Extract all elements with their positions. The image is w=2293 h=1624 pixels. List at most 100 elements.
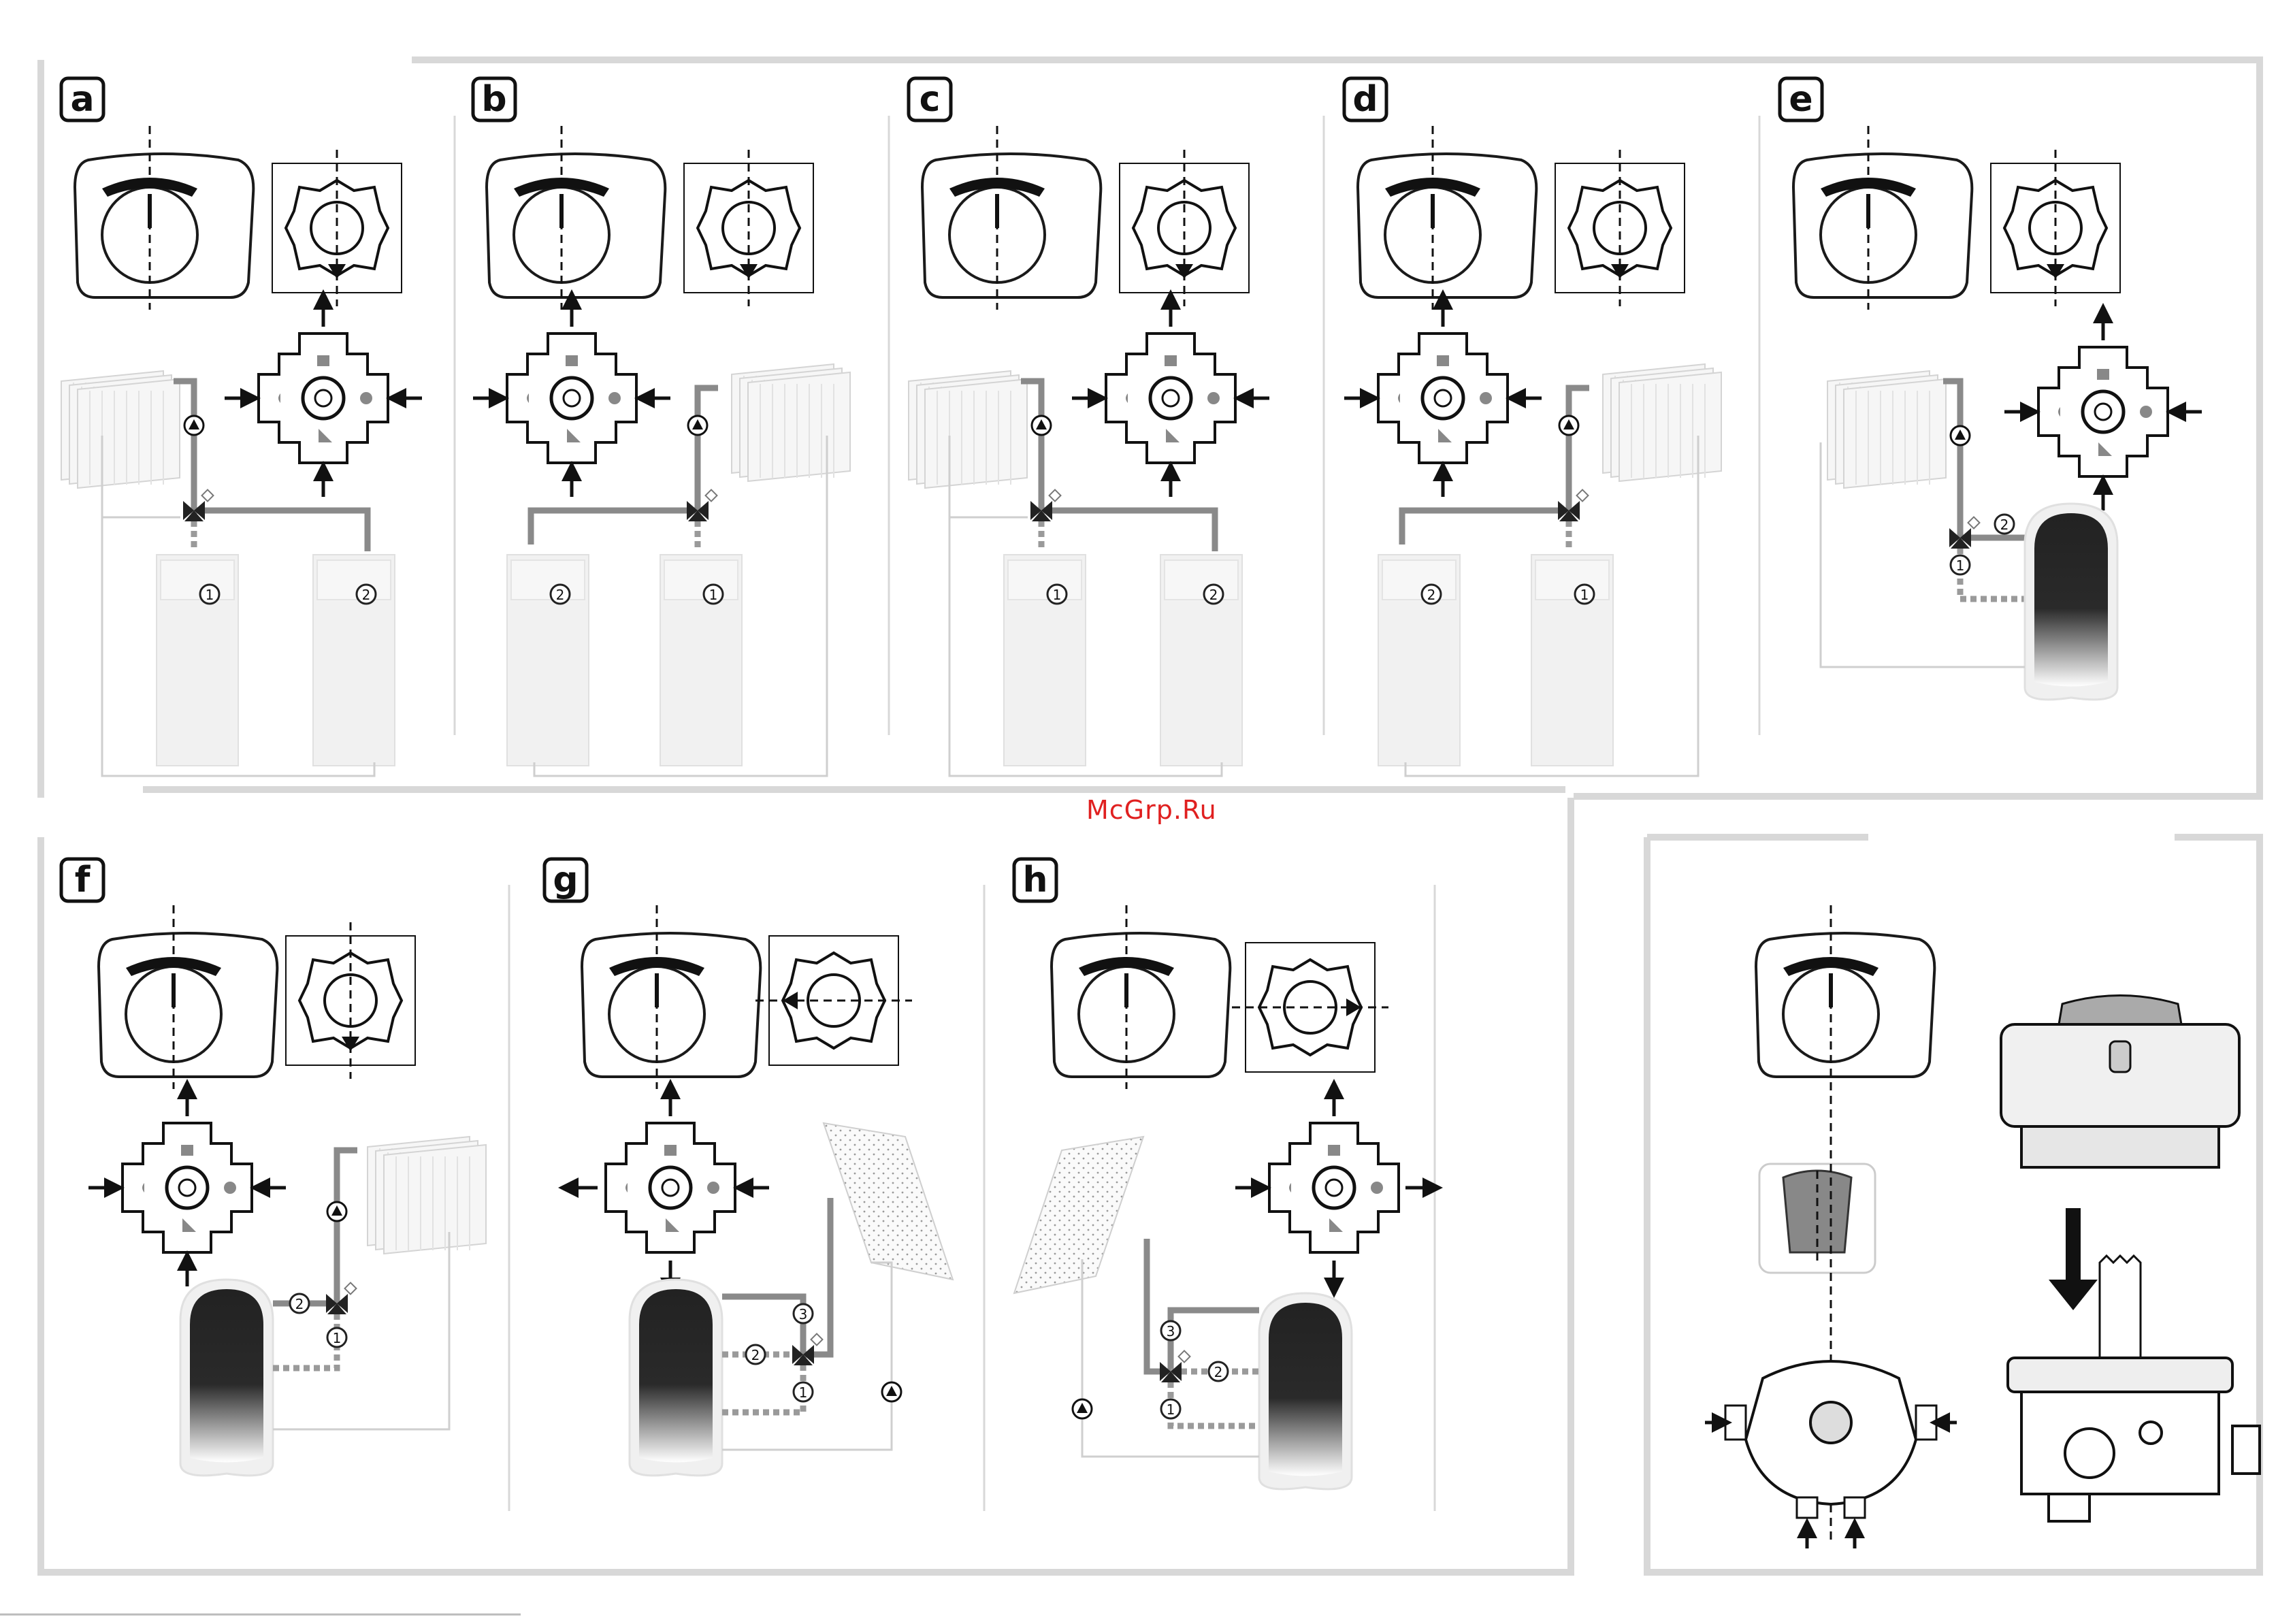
- boiler-number: 2: [556, 587, 565, 603]
- panel-e: e 2 1: [1780, 78, 2202, 700]
- position-indicator-icon: [1991, 150, 2120, 306]
- panel-label: a: [61, 78, 103, 120]
- position-indicator-icon: [1120, 150, 1249, 306]
- port-number: 2: [1209, 1362, 1228, 1381]
- boiler-number: 1: [1580, 587, 1589, 603]
- pipe: [722, 1354, 803, 1412]
- radiator-icon: [1603, 364, 1721, 481]
- solar-collector-icon: [1014, 1137, 1143, 1293]
- position-indicator-icon: [1555, 150, 1685, 306]
- pump-icon: [688, 416, 707, 435]
- pump-icon: [1559, 416, 1578, 435]
- port-number: 2: [290, 1294, 309, 1313]
- valve-body-icon: [473, 299, 670, 497]
- valve-body-icon: [1235, 1089, 1433, 1288]
- pipe: [1147, 1239, 1259, 1371]
- pipe: [273, 1150, 357, 1303]
- pipe: [273, 1232, 449, 1429]
- mixing-valve-icon: [326, 1283, 356, 1314]
- port-number-text: 1: [1167, 1401, 1175, 1418]
- actuator-icon: [99, 905, 277, 1089]
- actuator-icon: [487, 126, 665, 310]
- panel-c: c 1 2: [909, 78, 1269, 776]
- valve-body-icon: [225, 299, 422, 497]
- port-number-text: 2: [1214, 1364, 1223, 1380]
- valve-body-icon: [568, 1089, 769, 1288]
- pipe: [1943, 381, 2025, 538]
- panel-label: e: [1780, 78, 1822, 120]
- adapter-icon: [1759, 1164, 1875, 1273]
- actuator-icon: [1756, 905, 1934, 1089]
- pump-icon: [1032, 416, 1051, 435]
- boiler-icon: 1: [1004, 555, 1086, 766]
- panel-label-text: f: [75, 860, 91, 900]
- port-number: 3: [1161, 1321, 1180, 1340]
- panel-label-text: h: [1022, 860, 1047, 900]
- panel-b: b 2 1: [473, 78, 850, 776]
- mixing-valve-icon: [183, 490, 213, 521]
- port-number: 1: [794, 1382, 813, 1401]
- radiator-icon: [909, 371, 1027, 488]
- actuator-icon: [1793, 126, 1972, 310]
- watermark: McGrp.Ru: [1086, 795, 1217, 825]
- pump-icon: [1951, 426, 1970, 445]
- radiator-icon: [1827, 371, 1946, 488]
- actuator-icon: [1358, 126, 1536, 310]
- valve-body-icon: [1344, 299, 1542, 497]
- mixing-valve-icon: [687, 490, 717, 521]
- actuator-mounting-figure: [1705, 905, 2260, 1548]
- port-number-text: 1: [1956, 557, 1965, 574]
- port-number-text: 1: [333, 1330, 342, 1346]
- actuator-icon: [75, 126, 253, 310]
- actuator-icon: [582, 905, 760, 1089]
- shaft-icon: [2100, 1256, 2141, 1365]
- mixing-valve-icon: [1949, 517, 1979, 549]
- position-indicator-icon: [684, 150, 813, 306]
- panel-label-text: e: [1789, 79, 1812, 120]
- mixing-valve-icon: [1558, 490, 1588, 521]
- mixing-valve-icon: [1160, 1351, 1190, 1382]
- radiator-icon: [368, 1137, 486, 1254]
- port-number: 3: [794, 1304, 813, 1323]
- down-arrow-icon: [2049, 1208, 2098, 1310]
- actuator-icon: [922, 126, 1101, 310]
- actuator-3d-icon: [2001, 996, 2239, 1168]
- port-number: 1: [1161, 1399, 1180, 1418]
- boiler-icon: 2: [1160, 555, 1242, 766]
- panel-label: b: [473, 78, 515, 120]
- panel-label-text: d: [1352, 79, 1378, 120]
- port-number: 1: [327, 1328, 346, 1347]
- position-indicator-icon: [286, 922, 415, 1079]
- solar-collector-icon: [824, 1123, 953, 1280]
- boiler-icon: 1: [660, 555, 742, 766]
- mixing-valve-icon: [1030, 490, 1060, 521]
- port-number: 2: [1995, 515, 2014, 534]
- boiler-number: 2: [1209, 587, 1218, 603]
- valve-body-icon: [2004, 313, 2202, 510]
- panel-label-text: c: [920, 79, 941, 120]
- boiler-number: 1: [206, 587, 214, 603]
- port-number-text: 2: [751, 1347, 760, 1363]
- port-number-text: 3: [799, 1306, 808, 1322]
- pump-icon: [1073, 1399, 1092, 1418]
- port-number-text: 1: [799, 1384, 808, 1401]
- panel-label-text: a: [70, 79, 94, 120]
- boiler-icon: 1: [157, 555, 238, 766]
- panel-label: g: [544, 859, 587, 901]
- position-indicator-icon: [1232, 943, 1388, 1072]
- actuator-icon: [1052, 905, 1230, 1089]
- panel-label: d: [1344, 78, 1386, 120]
- position-indicator-icon: [755, 936, 912, 1065]
- boiler-icon: 2: [507, 555, 589, 766]
- radiator-icon: [732, 364, 850, 481]
- port-number-text: 2: [295, 1296, 304, 1312]
- panel-h: h 3 2 1: [1014, 859, 1433, 1489]
- tank-icon: [630, 1280, 722, 1476]
- tank-icon: [180, 1280, 273, 1476]
- valve-body-icon: [88, 1089, 286, 1286]
- pump-icon: [327, 1202, 346, 1221]
- panel-label: c: [909, 78, 951, 120]
